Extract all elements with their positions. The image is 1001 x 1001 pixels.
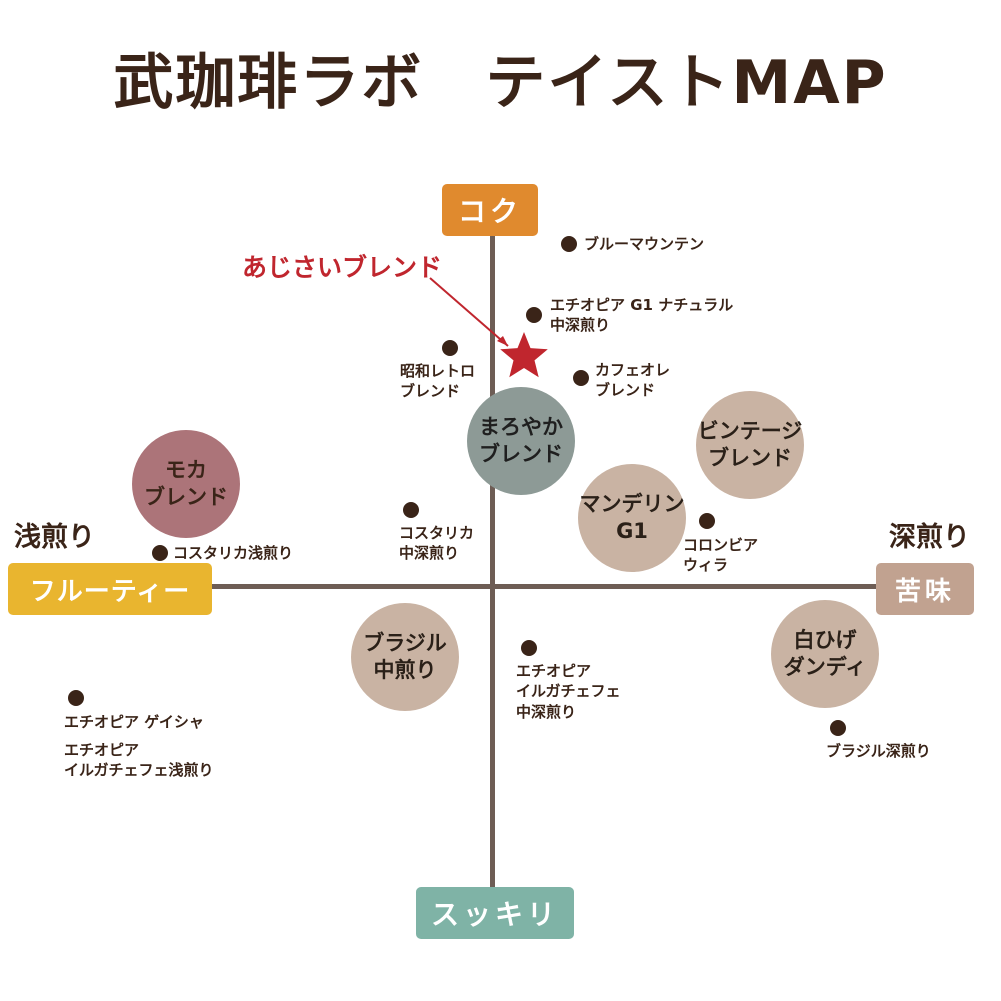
point-label-blue-mountain: ブルーマウンテン [584, 235, 705, 253]
point-marker [561, 236, 577, 252]
highlight-arrow-head [497, 336, 508, 346]
point-label-ethiopia-g1: エチオピア G1 ナチュラル 中深煎り [550, 296, 734, 335]
point-marker [573, 370, 589, 386]
axis-label-clean: スッキリ [416, 887, 574, 939]
horizontal-axis [210, 584, 878, 589]
point-label-ethiopia-yirga-light: エチオピア イルガチェフェ浅煎り [64, 741, 214, 780]
point-label-costa-rica-light: コスタリカ浅煎り [173, 544, 294, 562]
point-label-colombia: コロンビア ウィラ [683, 536, 759, 575]
axis-label-bitter: 苦味 [876, 563, 974, 615]
point-label-showa-retro: 昭和レトロ ブレンド [400, 362, 476, 401]
light-roast-label: 浅煎り [14, 522, 95, 553]
dark-roast-label: 深煎り [889, 522, 970, 553]
axis-label-fruity: フルーティー [8, 563, 212, 615]
bubble-mocha-blend: モカ ブレンド [132, 430, 240, 538]
point-label-brazil-dark: ブラジル深煎り [826, 742, 931, 760]
bubble-maroyaka-blend: まろやか ブレンド [467, 387, 575, 495]
point-marker [699, 513, 715, 529]
bubble-mandheling-g1: マンデリン G1 [578, 464, 686, 572]
axis-label-koku: コク [442, 184, 538, 236]
point-marker [403, 502, 419, 518]
bubble-shirohige-dandy: 白ひげ ダンディ [771, 600, 879, 708]
point-label-cafe-au-lait: カフェオレ ブレンド [595, 361, 671, 400]
vertical-axis [490, 235, 495, 895]
point-marker [152, 545, 168, 561]
point-label-costa-rica-mid: コスタリカ 中深煎り [399, 524, 475, 563]
point-marker [521, 640, 537, 656]
star-icon [500, 332, 548, 378]
bubble-brazil-medium: ブラジル 中煎り [351, 603, 459, 711]
point-marker [526, 307, 542, 323]
point-marker [830, 720, 846, 736]
page-title: 武珈琲ラボ テイストMAP [113, 48, 888, 118]
point-label-ethiopia-yirga-mid: エチオピア イルガチェフェ 中深煎り [516, 662, 621, 721]
highlight-label-ajisai-blend: あじさいブレンド [242, 253, 443, 282]
highlight-arrow-line [429, 277, 509, 347]
point-label-ethiopia-geisha: エチオピア ゲイシャ [64, 713, 204, 731]
point-marker [442, 340, 458, 356]
point-marker [68, 690, 84, 706]
bubble-vintage-blend: ビンテージ ブレンド [696, 391, 804, 499]
